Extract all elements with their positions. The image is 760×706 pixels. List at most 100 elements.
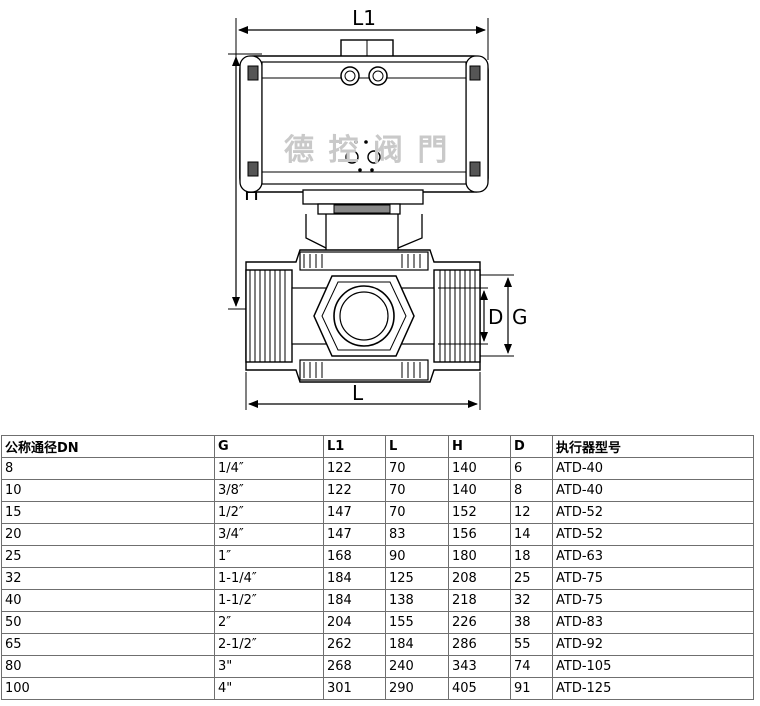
cell-d: 32 (510, 589, 553, 612)
label-l1: L1 (352, 6, 376, 30)
cell-g: 1-1/4″ (214, 567, 324, 590)
cell-l1: 301 (323, 677, 386, 700)
cell-d: 38 (510, 611, 553, 634)
label-l: L (352, 381, 364, 405)
valve-technical-drawing: L1 H (228, 6, 528, 410)
cell-l: 155 (385, 611, 449, 634)
cell-g: 3/4″ (214, 523, 324, 546)
cell-dn: 80 (1, 655, 215, 678)
label-d: D (488, 305, 503, 329)
cell-dn: 40 (1, 589, 215, 612)
cell-g: 3/8″ (214, 479, 324, 502)
cell-l: 83 (385, 523, 449, 546)
cell-d: 74 (510, 655, 553, 678)
cell-h: 226 (448, 611, 511, 634)
cell-dn: 100 (1, 677, 215, 700)
cell-h: 152 (448, 501, 511, 524)
cell-l: 138 (385, 589, 449, 612)
cell-l: 70 (385, 457, 449, 480)
dimension-d-g: D G (438, 274, 528, 357)
cell-d: 8 (510, 479, 553, 502)
cell-actuator-model: ATD-75 (552, 567, 754, 590)
cell-l1: 184 (323, 589, 386, 612)
header-dn: 公称通径DN (1, 435, 215, 458)
cell-g: 1/4″ (214, 457, 324, 480)
stem-bracket (305, 214, 423, 250)
cell-l: 70 (385, 479, 449, 502)
cell-d: 12 (510, 501, 553, 524)
cell-l1: 184 (323, 567, 386, 590)
cell-l1: 268 (323, 655, 386, 678)
cell-l1: 147 (323, 501, 386, 524)
cell-d: 18 (510, 545, 553, 568)
cell-l: 90 (385, 545, 449, 568)
cell-l: 70 (385, 501, 449, 524)
cell-l1: 147 (323, 523, 386, 546)
cell-dn: 65 (1, 633, 215, 656)
cell-g: 1″ (214, 545, 324, 568)
cell-l: 240 (385, 655, 449, 678)
header-actuator-model: 执行器型号 (552, 435, 754, 458)
cell-dn: 50 (1, 611, 215, 634)
cell-l: 125 (385, 567, 449, 590)
cell-g: 1/2″ (214, 501, 324, 524)
cell-dn: 32 (1, 567, 215, 590)
cell-actuator-model: ATD-40 (552, 479, 754, 502)
cell-d: 55 (510, 633, 553, 656)
cell-l1: 168 (323, 545, 386, 568)
dimension-l1: L1 (235, 6, 489, 60)
header-d: D (510, 435, 553, 458)
cell-d: 14 (510, 523, 553, 546)
label-g: G (512, 305, 528, 329)
header-l: L (385, 435, 449, 458)
watermark-text: 德 控 阀 門 (284, 133, 449, 168)
cell-h: 140 (448, 457, 511, 480)
cell-actuator-model: ATD-83 (552, 611, 754, 634)
cell-h: 343 (448, 655, 511, 678)
cell-g: 2-1/2″ (214, 633, 324, 656)
cell-actuator-model: ATD-63 (552, 545, 754, 568)
cell-l1: 122 (323, 479, 386, 502)
cell-h: 156 (448, 523, 511, 546)
table-header-row: 公称通径DN G L1 L H D 执行器型号 (1, 435, 754, 458)
cell-actuator-model: ATD-52 (552, 501, 754, 524)
cell-actuator-model: ATD-52 (552, 523, 754, 546)
actuator (239, 39, 489, 215)
dimension-l: L (245, 372, 481, 410)
cell-h: 286 (448, 633, 511, 656)
cell-h: 180 (448, 545, 511, 568)
cell-l1: 204 (323, 611, 386, 634)
cell-actuator-model: ATD-92 (552, 633, 754, 656)
cell-actuator-model: ATD-40 (552, 457, 754, 480)
header-l1: L1 (323, 435, 386, 458)
cell-actuator-model: ATD-125 (552, 677, 754, 700)
header-h: H (448, 435, 511, 458)
cell-actuator-model: ATD-105 (552, 655, 754, 678)
cell-h: 218 (448, 589, 511, 612)
cell-h: 208 (448, 567, 511, 590)
cell-dn: 20 (1, 523, 215, 546)
valve-body (245, 249, 481, 383)
cell-l: 184 (385, 633, 449, 656)
cell-d: 25 (510, 567, 553, 590)
cell-dn: 10 (1, 479, 215, 502)
cell-dn: 8 (1, 457, 215, 480)
cell-g: 3" (214, 655, 324, 678)
cell-h: 140 (448, 479, 511, 502)
cell-g: 2″ (214, 611, 324, 634)
cell-h: 405 (448, 677, 511, 700)
cell-l: 290 (385, 677, 449, 700)
header-g: G (214, 435, 324, 458)
cell-l1: 262 (323, 633, 386, 656)
